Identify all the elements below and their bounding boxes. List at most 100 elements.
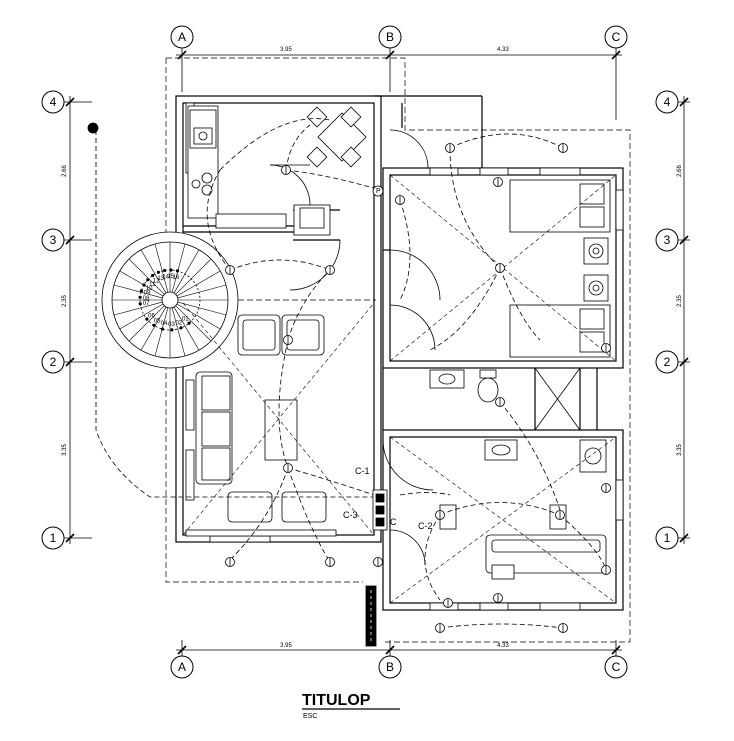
armchair <box>281 491 327 523</box>
circuit-label-c1: C-1 <box>355 466 370 476</box>
dim-bottom-ab: 3.95 <box>280 643 292 649</box>
grid-bubble-b-bottom <box>378 655 402 679</box>
stair-tread <box>171 307 186 357</box>
grid-bubble-b-top <box>378 25 402 49</box>
grid-bubble-1-left <box>41 526 65 550</box>
dim-left-21: 3.35 <box>62 444 68 456</box>
stair-step-number: 14 <box>162 274 169 280</box>
grid-label-1-right: 1 <box>664 531 671 545</box>
stair-step-dot <box>160 327 165 331</box>
stair-step-dot <box>152 323 156 327</box>
stair-step-number: 03 <box>168 322 175 328</box>
office-furniture <box>439 504 607 580</box>
stair-step-number: 06 <box>148 313 155 319</box>
stair-tread <box>173 249 200 294</box>
diagonal-lines <box>182 174 617 604</box>
grid-label-3-left: 3 <box>50 233 57 247</box>
stair-step-dot <box>146 278 150 282</box>
grid-label-b-top: B <box>386 30 394 44</box>
dim-left-32: 2.35 <box>62 295 68 307</box>
stair-step-dot <box>151 273 155 278</box>
grid-label-a-bottom: A <box>178 660 186 674</box>
grid-bubble-4-left <box>41 90 65 114</box>
bedroom-furniture <box>509 179 611 358</box>
drawing-title: TITULOP <box>302 692 371 709</box>
title-block: TITULOP ESC <box>302 692 400 720</box>
grid-bubble-a-top <box>170 25 194 49</box>
dim-right-21: 3.35 <box>677 444 683 456</box>
dim-right-32: 2.35 <box>677 295 683 307</box>
grid-bubbles <box>41 25 679 679</box>
stair-step-dot <box>145 317 149 321</box>
stair-step-number: 13 <box>157 276 164 282</box>
stair-tread <box>175 258 212 295</box>
stair-step-dot <box>169 268 173 272</box>
stove-icon <box>191 172 213 196</box>
stair-step-number: 11 <box>149 282 156 288</box>
grid-label-1-left: 1 <box>50 531 57 545</box>
grid-bubble-4-right <box>655 90 679 114</box>
dim-top-ab: 3.95 <box>280 47 292 53</box>
dining-table <box>293 106 367 236</box>
stair-tread <box>128 258 165 295</box>
stair-tread <box>177 284 227 299</box>
dim-right-43: 2.66 <box>677 165 683 177</box>
grid-bubble-3-right <box>655 228 679 252</box>
stair-step-number: 05 <box>154 318 161 324</box>
stair-tread <box>140 249 167 294</box>
stair-tread <box>173 306 200 351</box>
stair-tread <box>175 305 212 342</box>
stair-tread <box>171 243 186 293</box>
stair-tread <box>177 301 227 316</box>
grid-bubble-2-left <box>41 350 65 374</box>
stair-step-dot <box>138 302 142 306</box>
stair-step-dot <box>179 326 183 330</box>
grid-bubble-2-right <box>655 350 679 374</box>
circuit-label-c3: C-3 <box>343 510 358 520</box>
stair-tread <box>113 284 163 299</box>
stair-step-number: 16 <box>173 275 180 281</box>
dim-left-43: 2.66 <box>62 165 68 177</box>
service-panel <box>87 122 388 647</box>
light-fixtures <box>225 143 611 633</box>
dim-bottom-bc: 4.33 <box>497 643 509 649</box>
grid-bubble-a-bottom <box>170 655 194 679</box>
stair-tread <box>113 301 163 316</box>
circuit-label-c2: C-2 <box>418 521 433 531</box>
circuit-label-c: C <box>390 517 397 527</box>
stair-tread <box>154 243 169 293</box>
stair-step-number: 01 <box>182 317 189 323</box>
stair-step-dot <box>139 289 143 293</box>
fixture-tag: P <box>376 188 381 195</box>
stair-step-number: 02 <box>175 320 182 326</box>
dim-top-bc: 4.33 <box>497 47 509 53</box>
stair-step-dot <box>163 268 167 273</box>
stair-step-number: 10 <box>146 286 153 292</box>
stair-tread <box>176 270 221 297</box>
stair-tread <box>119 303 164 330</box>
stair-tread <box>154 307 169 357</box>
stair-step-dot <box>138 295 142 299</box>
coffee-table <box>264 399 298 461</box>
stair-step-number: 07 <box>143 301 150 307</box>
stair-tread <box>119 270 164 297</box>
grid-label-4-right: 4 <box>664 95 671 109</box>
stair-step-dot <box>170 328 174 332</box>
stair-step-dot <box>156 270 160 274</box>
stair-step-number: 15 <box>167 274 174 280</box>
stair-tread <box>140 306 167 351</box>
armchair <box>227 491 273 523</box>
grid-lines <box>64 48 690 660</box>
fixture-tag-circle <box>372 185 384 197</box>
toilet <box>477 377 499 403</box>
stair-tread <box>176 303 221 330</box>
stair-tread <box>128 305 165 342</box>
grid-label-b-bottom: B <box>386 660 394 674</box>
grid-label-c-bottom: C <box>612 660 621 674</box>
grid-bubble-c-bottom <box>604 655 628 679</box>
grid-bubble-c-top <box>604 25 628 49</box>
stair-step-dot <box>142 283 146 287</box>
bath-fixtures <box>429 367 607 473</box>
grid-label-4-left: 4 <box>50 95 57 109</box>
